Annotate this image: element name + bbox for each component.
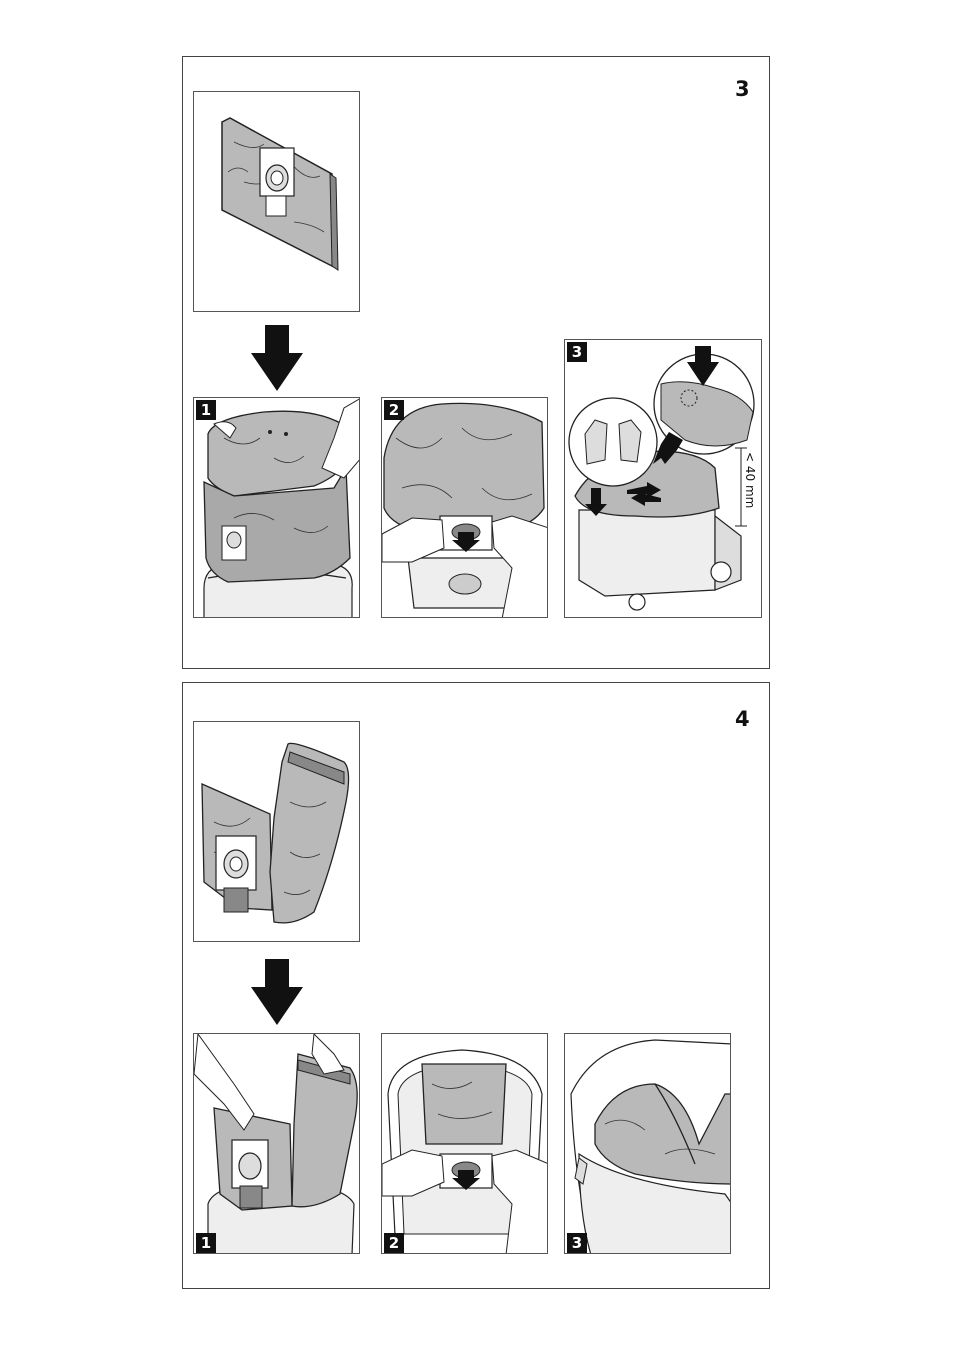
section-4-frame: 4 1 (182, 682, 770, 1289)
bag-lock-illustration (382, 398, 548, 618)
step-number-badge: 1 (196, 1233, 216, 1253)
section-3-step-3-panel: < 40 mm 3 (564, 339, 762, 618)
fleece-insert-illustration (194, 1034, 360, 1254)
section-3-step-2-panel: 2 (381, 397, 548, 618)
step-number-badge: 3 (567, 342, 587, 362)
filter-bag-panel (193, 91, 360, 312)
section-4-step-1-panel: 1 (193, 1033, 360, 1254)
fleece-fit-illustration (565, 1034, 731, 1254)
section-3-number: 3 (735, 77, 750, 101)
fleece-bag-panel (193, 721, 360, 942)
bag-insert-illustration (194, 398, 360, 618)
step-number-badge: 2 (384, 400, 404, 420)
bag-fold-illustration (565, 340, 762, 618)
section-4-step-2-panel: 2 (381, 1033, 548, 1254)
section-4-step-3-panel: 3 (564, 1033, 731, 1254)
step-number-badge: 1 (196, 400, 216, 420)
section-3-step-1-panel: 1 (193, 397, 360, 618)
fleece-lock-illustration (382, 1034, 548, 1254)
step-number-badge: 2 (384, 1233, 404, 1253)
dimension-label: < 40 mm (743, 452, 757, 508)
section-4-number: 4 (735, 707, 750, 731)
section-3-frame: 3 1 (182, 56, 770, 669)
fleece-bag-illustration (194, 722, 360, 942)
step-number-badge: 3 (567, 1233, 587, 1253)
down-arrow-icon (249, 325, 305, 393)
down-arrow-icon (249, 959, 305, 1027)
filter-bag-illustration (194, 92, 360, 312)
